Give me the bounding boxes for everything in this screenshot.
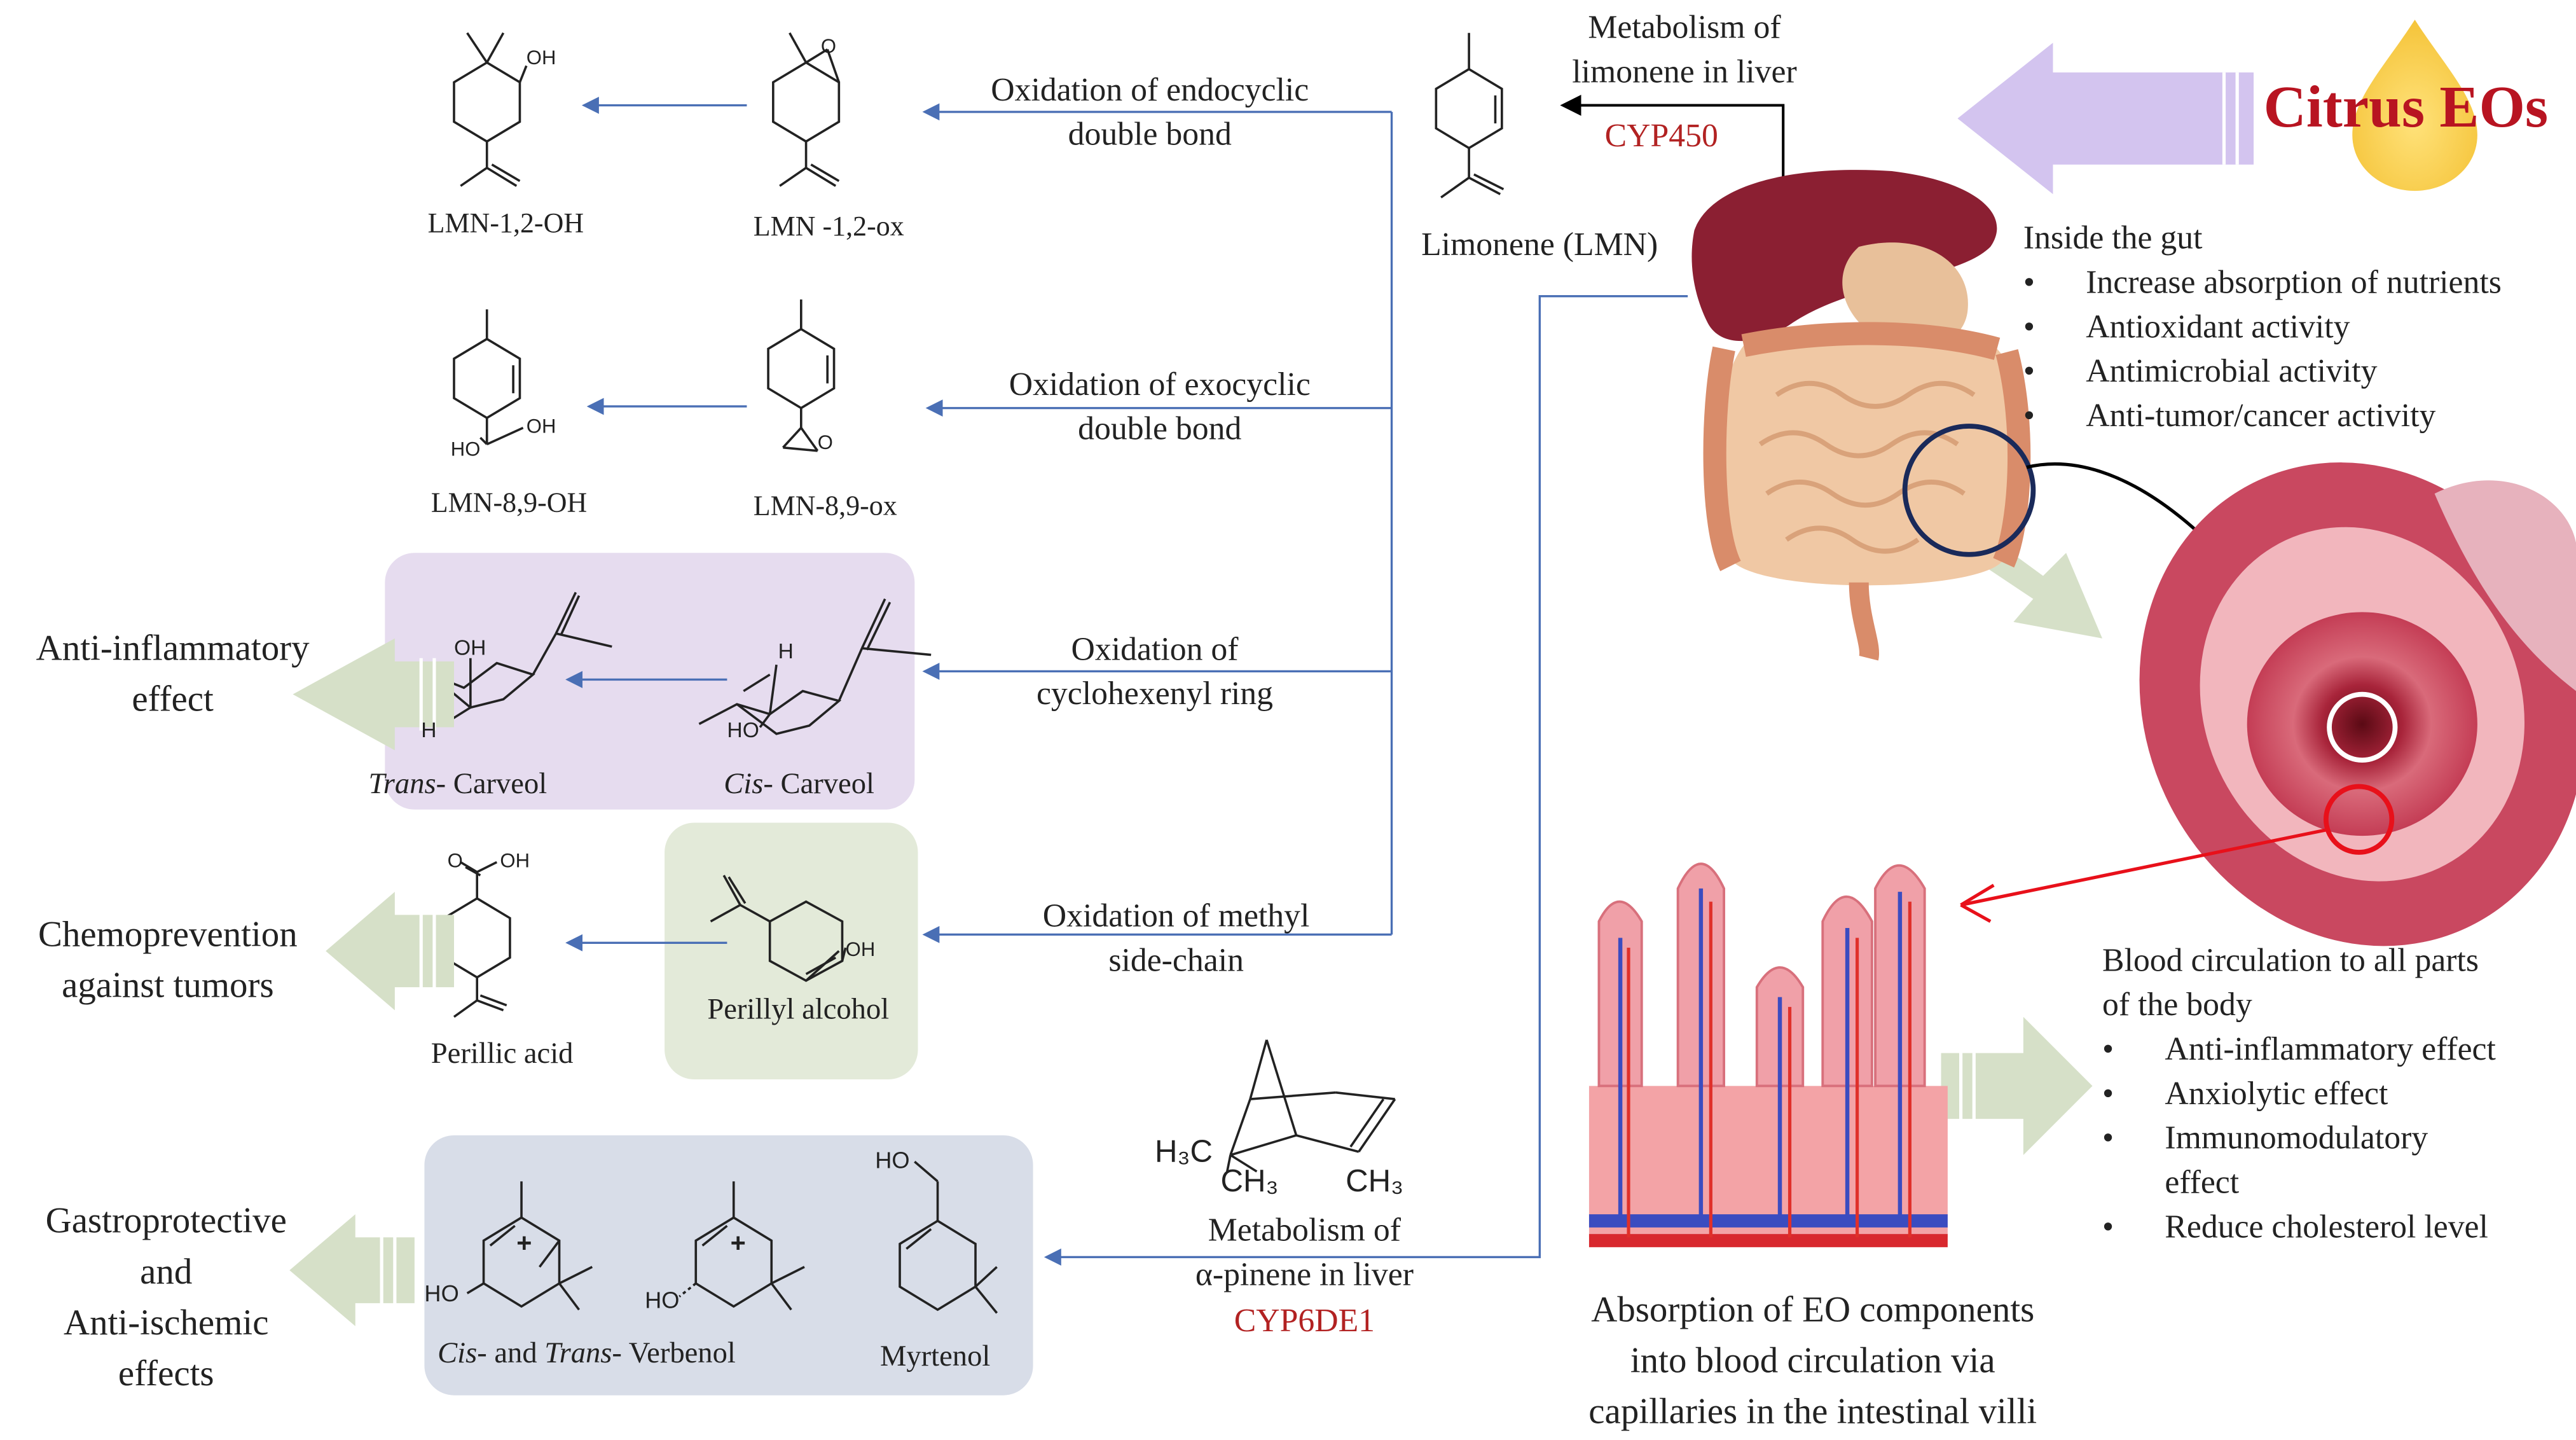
alpha-pinene-structure — [1226, 1039, 1396, 1173]
atom-o: O — [447, 848, 463, 873]
liver-metabolism-title: Metabolism of limonene in liver — [1572, 10, 1797, 91]
atom-oh: OH — [500, 848, 530, 873]
limonene-structure — [1435, 32, 1505, 198]
compound-cis-carveol: Cis- Carveol — [724, 766, 874, 800]
lmn89oh-structure — [453, 309, 524, 446]
pathway-methyl: Oxidation of methyl side-chain — [1042, 898, 1310, 980]
compound-myrtenol: Myrtenol — [879, 1339, 991, 1373]
citrus-eos-title: Citrus EOs — [2263, 74, 2549, 140]
molecule-drawings — [394, 32, 1505, 1314]
blood-effects-list: Anti-inflammatory effect Anxiolytic effe… — [2102, 1028, 2496, 1250]
verbenol-trans-structure — [678, 1181, 805, 1311]
list-item: Increase absorption of nutrients — [2023, 261, 2502, 306]
compound-perillyl-alcohol: Perillyl alcohol — [707, 992, 890, 1025]
atom-oh: OH — [453, 635, 486, 660]
intestinal-villi-illustration — [1588, 862, 1948, 1247]
blood-arrow — [1941, 1016, 2093, 1156]
list-item: Reduce cholesterol level — [2102, 1206, 2496, 1250]
atom-h: H — [778, 638, 794, 663]
atom-h: H — [421, 717, 437, 742]
myrtenol-structure — [899, 1160, 998, 1314]
effect-gastroprotective: Gastroprotective and Anti-ischemic effec… — [45, 1199, 287, 1394]
list-item: Anti-inflammatory effect — [2102, 1028, 2496, 1073]
liver-enzyme: CYP450 — [1604, 118, 1718, 155]
atom-ho: HO — [645, 1286, 680, 1313]
effect-chemoprevention: Chemoprevention against tumors — [38, 913, 298, 1006]
list-item: Antimicrobial activity — [2023, 350, 2502, 395]
capillary-highlight-circle — [2323, 784, 2395, 855]
list-item: Immunomodulatory effect — [2102, 1118, 2496, 1207]
pathway-exocyclic: Oxidation of exocyclic double bond — [1009, 366, 1311, 448]
gut-effects-list: Increase absorption of nutrients Antioxi… — [2023, 261, 2502, 439]
verbenol-cis-structure — [466, 1181, 593, 1311]
compound-lmn12oh: LMN-1,2-OH — [427, 207, 584, 239]
cis-carveol-structure — [698, 598, 932, 735]
citrus-arrow — [1957, 43, 2254, 195]
atom-ch3: CH₃ — [1220, 1165, 1279, 1200]
compound-lmn89oh: LMN-8,9-OH — [430, 487, 588, 518]
anti-inflammatory-arrow — [293, 638, 454, 751]
liver-arrow — [1560, 95, 1785, 184]
atom-ho: HO — [727, 717, 759, 742]
lmn89ox-structure — [767, 299, 836, 452]
atom-plus: + — [730, 1231, 746, 1259]
atom-ch3: CH₃ — [1346, 1165, 1404, 1200]
compound-lmn12ox: LMN -1,2-ox — [753, 211, 904, 242]
gut-highlight-circle — [1902, 424, 2036, 557]
pathway-endocyclic: Oxidation of endocyclic double bond — [991, 72, 1309, 153]
lmn12ox-structure — [772, 32, 841, 187]
list-item: Anxiolytic effect — [2102, 1073, 2496, 1118]
atom-oh: OH — [526, 46, 556, 69]
compound-verbenol: Cis- and Trans- Verbenol — [437, 1336, 736, 1369]
pathway-connectors — [565, 97, 1688, 1266]
blood-vessel-illustration — [1960, 462, 2576, 946]
verbenol-box — [424, 1135, 1033, 1395]
atom-ho: HO — [450, 438, 481, 461]
digestive-system-illustration — [1691, 170, 2328, 699]
compound-trans-carveol: Trans- Carveol — [368, 766, 548, 800]
effect-anti-inflammatory: Anti-inflammatory effect — [36, 627, 310, 719]
atom-oh: OH — [526, 414, 556, 438]
list-item: Anti-tumor/cancer activity — [2023, 395, 2502, 440]
list-item: Antioxidant activity — [2023, 306, 2502, 350]
perillyl-box — [665, 822, 918, 1080]
atom-oh: OH — [845, 938, 876, 961]
compound-lmn89ox: LMN-8,9-ox — [753, 490, 897, 522]
perillyl-alcohol-structure — [710, 875, 847, 982]
lmn12oh-structure — [453, 32, 528, 187]
atom-h3c: H₃C — [1155, 1135, 1213, 1170]
pinene-metabolism-title: Metabolism of α-pinene in liver — [1195, 1212, 1414, 1294]
absorption-caption: Absorption of EO components into blood c… — [1588, 1288, 2037, 1432]
atom-plus: + — [516, 1231, 532, 1259]
gut-heading: Inside the gut — [2023, 220, 2203, 257]
atom-ho: HO — [875, 1147, 910, 1173]
compound-limonene: Limonene (LMN) — [1421, 226, 1658, 263]
atom-ho: HO — [424, 1280, 459, 1306]
pathway-ring: Oxidation of cyclohexenyl ring — [1036, 632, 1274, 713]
blood-heading: Blood circulation to all parts of the bo… — [2102, 943, 2479, 1024]
atom-o: O — [820, 34, 837, 58]
atom-o: O — [817, 431, 833, 454]
pinene-enzyme: CYP6DE1 — [1234, 1303, 1375, 1340]
compound-perillic-acid: Perillic acid — [430, 1036, 574, 1070]
oil-drop-icon — [2352, 20, 2477, 191]
